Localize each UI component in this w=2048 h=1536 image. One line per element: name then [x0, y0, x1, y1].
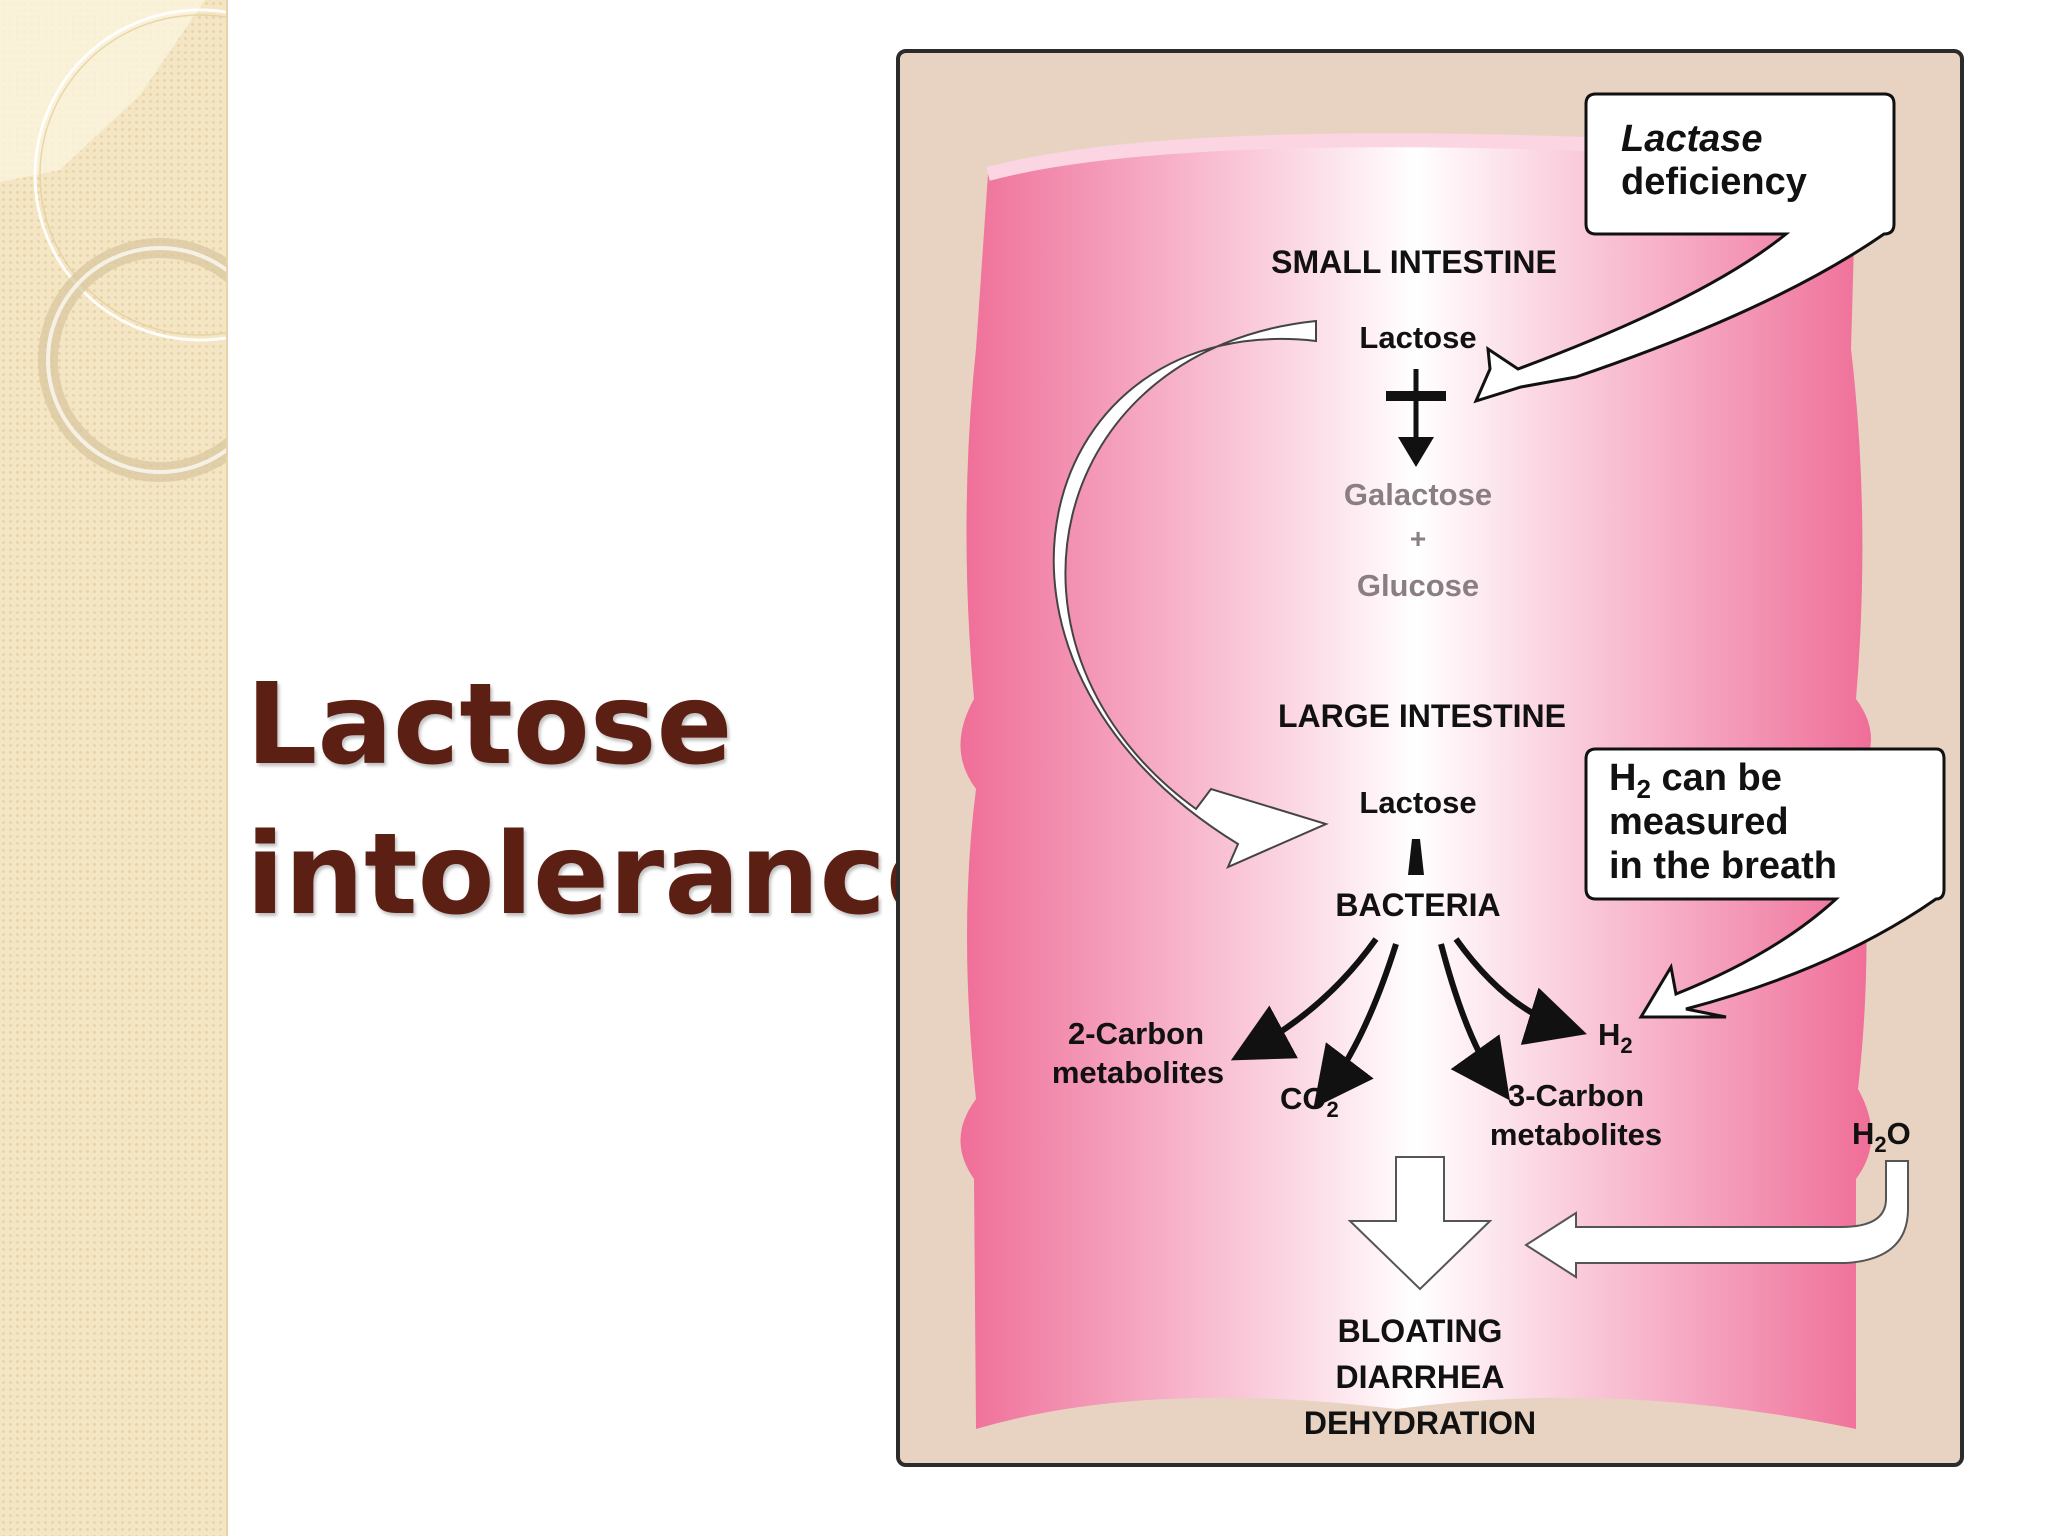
plus-label: + — [1410, 523, 1426, 554]
bacteria-product-arrows — [1230, 937, 1587, 1109]
two-carbon-line1: 2-Carbon — [1068, 1016, 1204, 1051]
symptom-bloating: BLOATING — [1338, 1313, 1503, 1349]
blocked-conversion-arrow — [1386, 369, 1446, 467]
large-intestine-label: LARGE INTESTINE — [1278, 698, 1566, 734]
lactose-intolerance-diagram: Lactase deficiency SMALL INTESTINE Lacto… — [896, 49, 1966, 1469]
callout-lactase-line2: deficiency — [1621, 161, 1807, 203]
lactase-callout-bubble — [1473, 92, 1896, 404]
h2-breath-callout-bubble — [1584, 747, 1946, 1019]
galactose-label: Galactose — [1344, 477, 1492, 512]
symptoms-down-arrow — [1347, 1156, 1493, 1291]
symptom-diarrhea: DIARRHEA — [1336, 1359, 1505, 1395]
callout-lactase-line1: Lactase — [1621, 118, 1763, 160]
h2-gas-label: H2 — [1598, 1017, 1633, 1058]
h2o-label: H2O — [1852, 1116, 1911, 1157]
three-carbon-line1: 3-Carbon — [1508, 1078, 1644, 1113]
slide-title: Lactose intolerance — [246, 650, 962, 950]
water-curved-arrow — [1524, 1160, 1909, 1279]
lactose-bottom-label: Lactose — [1359, 785, 1476, 820]
arrow-to-3-carbon — [1438, 943, 1510, 1101]
h2-callout-line1: H2 can be — [1609, 757, 1782, 804]
bacteria-label: BACTERIA — [1335, 887, 1500, 923]
fermentation-arrow — [1408, 839, 1424, 875]
bypass-curved-arrow — [1052, 319, 1329, 869]
co2-label: CO2 — [1280, 1081, 1339, 1122]
decorative-rings — [0, 0, 226, 482]
lactose-top-label: Lactose — [1359, 320, 1476, 355]
title-line-2: intolerance — [246, 810, 962, 941]
diagram-canvas: Lactase deficiency SMALL INTESTINE Lacto… — [896, 49, 1964, 1467]
arrow-to-2-carbon — [1230, 937, 1379, 1061]
three-carbon-line2: metabolites — [1490, 1117, 1662, 1152]
decorative-sidebar — [0, 0, 228, 1536]
symptom-dehydration: DEHYDRATION — [1304, 1405, 1536, 1441]
two-carbon-line2: metabolites — [1052, 1055, 1224, 1090]
arrow-to-h2 — [1453, 937, 1587, 1045]
small-intestine-label: SMALL INTESTINE — [1271, 244, 1557, 280]
arrow-to-co2 — [1313, 943, 1399, 1109]
h2-callout-line3: in the breath — [1609, 845, 1837, 887]
h2-callout-line2: measured — [1609, 801, 1789, 843]
glucose-label: Glucose — [1357, 568, 1479, 603]
title-line-1: Lactose — [246, 660, 733, 791]
intestine-tube — [960, 140, 1872, 1429]
